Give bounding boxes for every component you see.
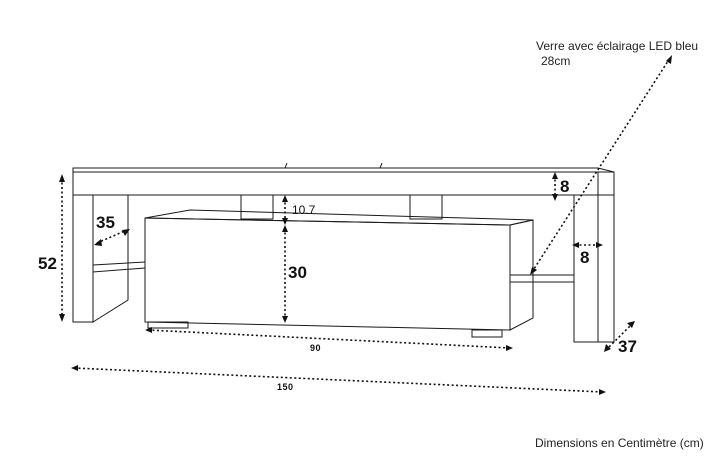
dim-total-width-label: 150 — [277, 382, 294, 392]
dim-depth-label: 37 — [618, 337, 637, 356]
foot-right — [471, 329, 503, 338]
led-leader-line — [531, 57, 671, 273]
led-annotation-line1: Verre avec éclairage LED bleu — [536, 39, 699, 53]
led-annotation-line2: 28cm — [541, 54, 571, 68]
glass-shelf-right — [509, 274, 575, 283]
drawer-cabinet — [144, 217, 511, 331]
dim-height-label: 52 — [38, 254, 57, 273]
dim-drawer-height-label: 30 — [288, 263, 307, 282]
dim-top-thickness-label: 8 — [560, 177, 570, 196]
back-support-right — [409, 194, 443, 220]
foot-left — [147, 321, 189, 329]
dim-depth-line — [605, 322, 634, 351]
right-side-panel — [573, 194, 615, 343]
back-support-left — [240, 194, 274, 220]
dim-total-width-line — [73, 367, 604, 393]
left-side-panel — [72, 194, 94, 323]
dim-shelf-depth-line — [96, 229, 128, 244]
dim-side-thickness-label: 8 — [580, 248, 590, 267]
dim-drawer-width-line — [147, 329, 511, 349]
dim-drawer-width-label: 90 — [310, 343, 322, 353]
top-board — [72, 167, 615, 196]
units-footer: Dimensions en Centimètre (cm) — [535, 436, 704, 450]
dim-shelf-depth-label: 35 — [96, 213, 115, 232]
glass-shelf-left — [92, 261, 146, 273]
dim-shelf-gap-label: 10.7 — [292, 203, 316, 217]
